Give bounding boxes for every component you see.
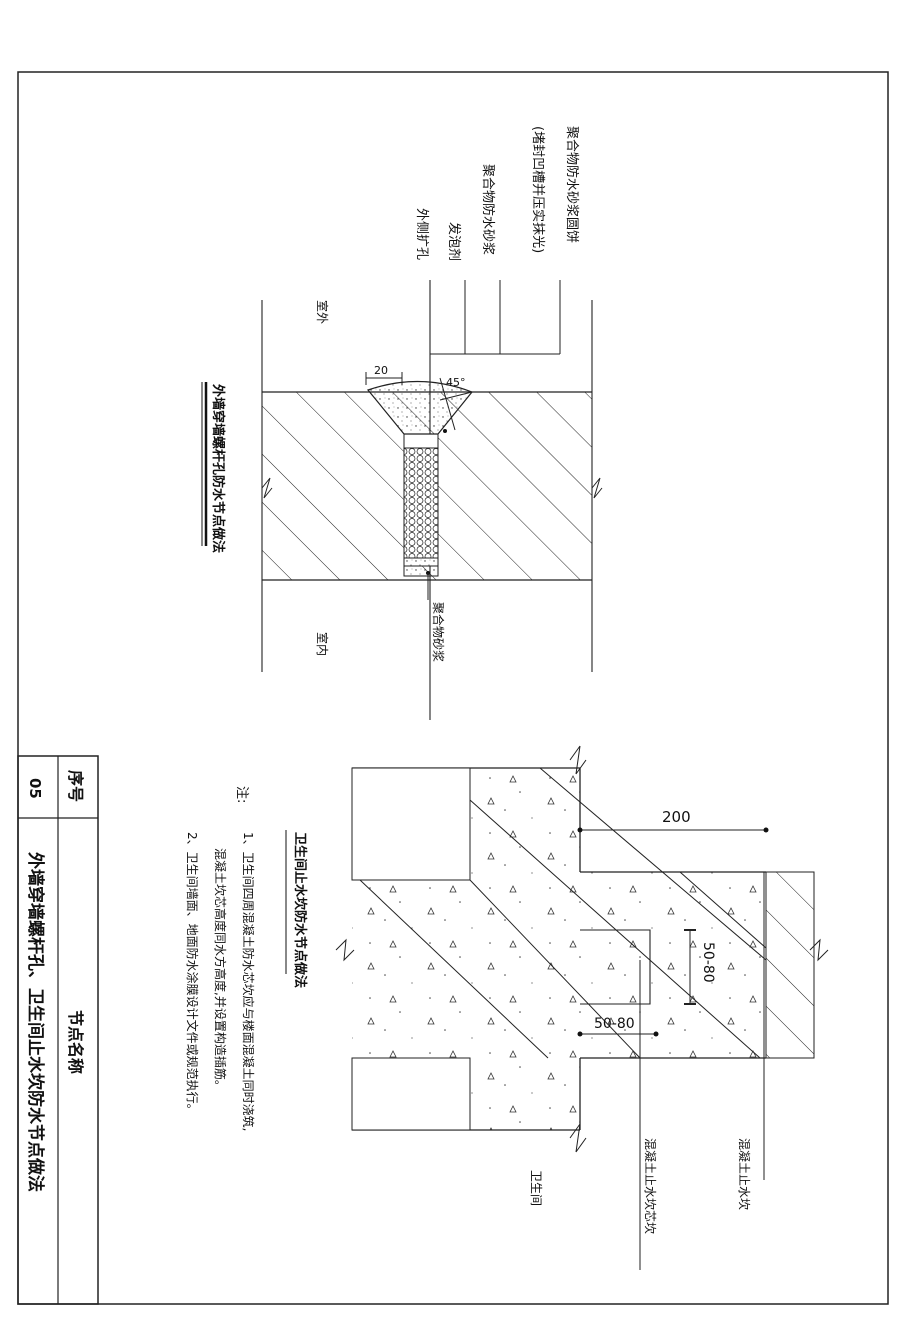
detail2-title: 卫生间止水坎防水节点做法 (292, 832, 308, 988)
sheet-border (17, 71, 889, 1305)
note-2: 2、卫生间墙面、地面防水涂膜设计文件或规范执行。 (185, 832, 200, 1116)
dim-50-80-horizontal: 50-80 (594, 1016, 635, 1032)
label-mortar-cake-note: (堵封凹槽并压实抹光) (530, 126, 545, 253)
note-1-cont: 混凝土坎芯高度同水方高度,并设置构造插筋。 (213, 848, 228, 1092)
serial-header: 序号 (66, 770, 85, 802)
detail2-curb-section (335, 745, 829, 1270)
detail1-title: 外墙穿墙螺杆孔防水节点做法 (210, 383, 226, 553)
dim-20: 20 (374, 364, 388, 377)
label-inner-mortar: 聚合物砂浆 (431, 602, 446, 662)
detail1-wall-section (261, 280, 603, 720)
label-interior: 室内 (315, 632, 330, 656)
detail1-labels: 聚合物防水砂浆圆饼 (堵封凹槽并压实抹光) 聚合物防水砂浆 发泡剂 外侧扩孔 室… (201, 126, 580, 662)
label-mortar-cake: 聚合物防水砂浆圆饼 (564, 126, 580, 243)
notes-title: 注: (234, 786, 249, 803)
dim-45deg: 45° (446, 376, 466, 389)
name-value: 外墙穿墙螺杆孔、卫生间止水坎防水节点做法 (25, 852, 46, 1192)
label-expansion-agent: 发泡剂 (446, 222, 462, 261)
dim-50-80-vertical: 50-80 (700, 942, 716, 983)
dim-200: 200 (662, 808, 691, 826)
label-curb: 混凝土止水坎 (737, 1138, 752, 1210)
label-bathroom: 卫生间 (529, 1170, 543, 1206)
label-outer-hole: 外侧扩孔 (414, 208, 429, 260)
label-exterior: 室外 (315, 300, 330, 324)
note-1: 1、卫生间四周混凝土防水芯坎应与楼面混凝土同时浇筑, (241, 832, 256, 1131)
name-header: 节点名称 (66, 1010, 85, 1074)
title-block: 序号 05 节点名称 外墙穿墙螺杆孔、卫生间止水坎防水节点做法 (17, 755, 99, 1305)
serial-value: 05 (26, 778, 44, 799)
label-mortar: 聚合物防水砂浆 (480, 164, 496, 255)
detail2-labels: 200 50-80 50-80 混凝土止水坎 混凝土止水坎芯坎 卫生间 卫生间止… (185, 786, 752, 1234)
label-curb-center: 混凝土止水坎芯坎 (643, 1138, 658, 1234)
